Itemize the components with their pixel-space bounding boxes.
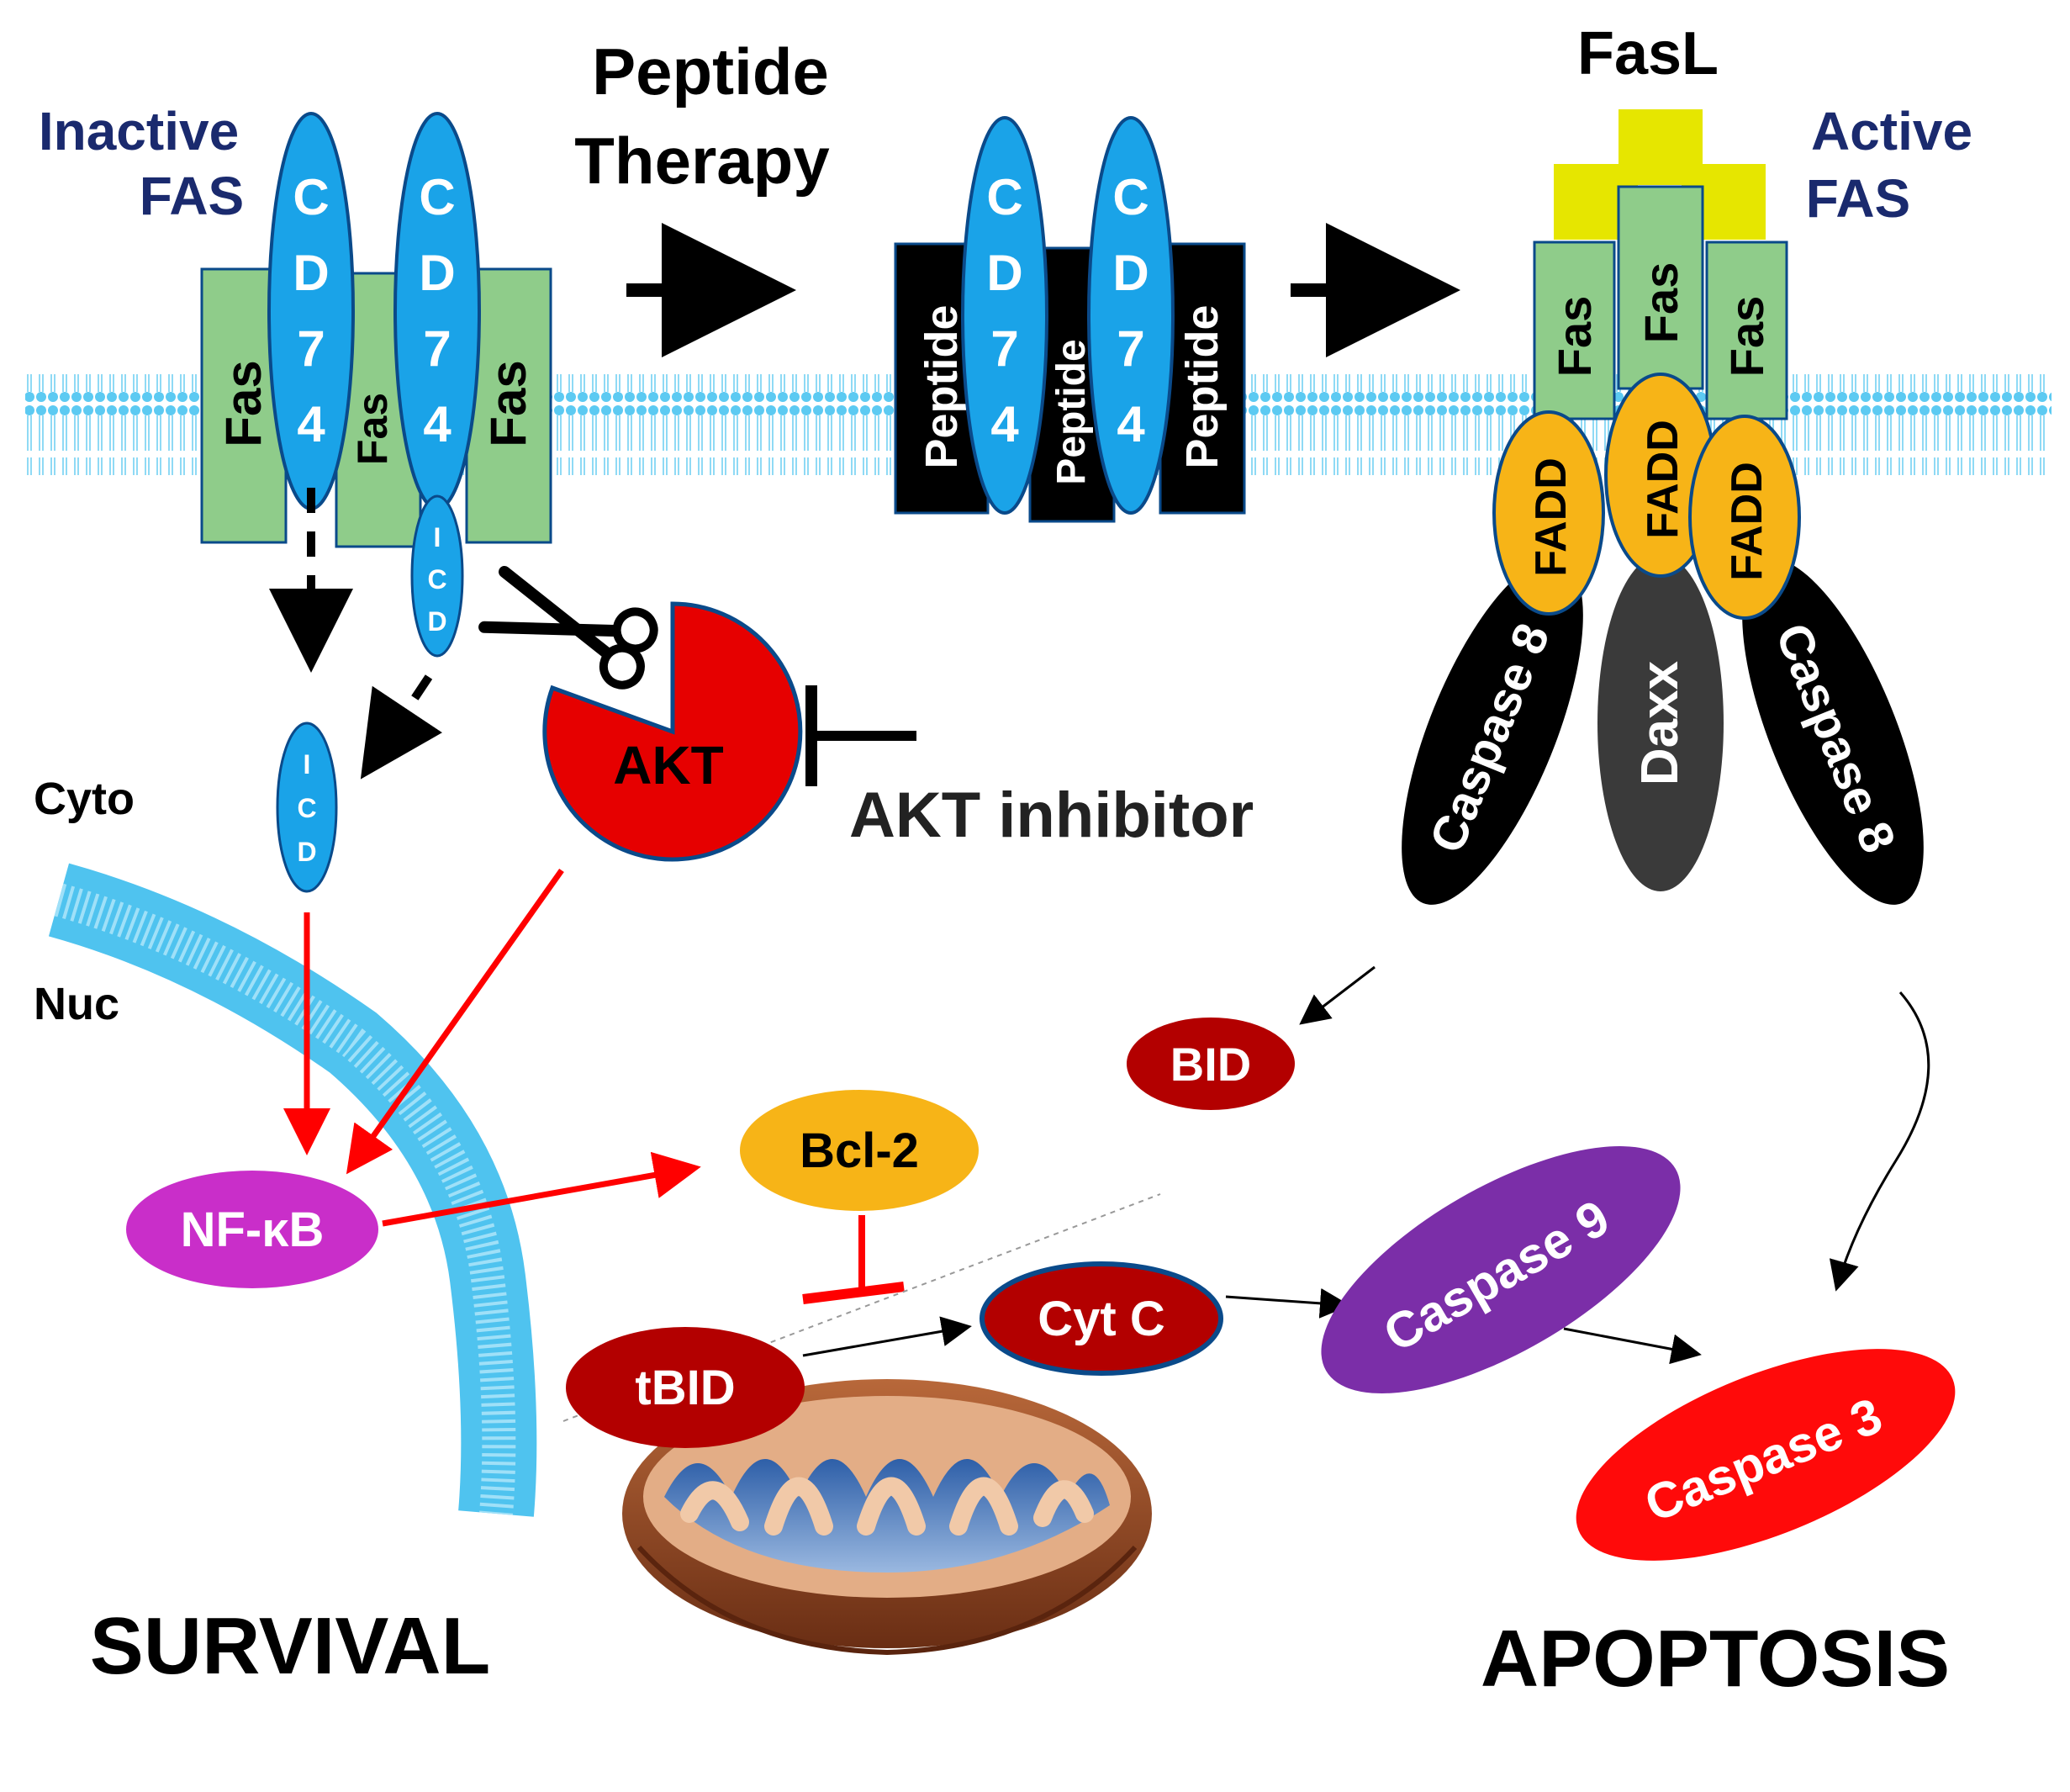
cd74-letter: 7 [423,320,451,377]
caspase3 [1576,1349,1956,1561]
active-fas-label-line1: Active [1811,101,1972,161]
tbid [566,1327,805,1448]
inactive-fas-label-line1: Inactive [39,101,239,161]
tbid-label: tBID [635,1361,735,1415]
fas-active-label-1: Fas [1548,296,1601,378]
cd74-letter: D [986,245,1022,301]
cd74-letter: 7 [990,320,1018,377]
daxx [1597,555,1724,891]
cd74-letter: C [986,169,1022,225]
cd74-letter: 4 [990,396,1019,452]
cytc-label: Cyt C [1038,1292,1164,1346]
cd74-peptide-left [961,116,1048,515]
cd74-letter: C [419,169,455,225]
caspase8-to-caspase3-arrow [1829,991,1930,1292]
caspase9-to-caspase3-arrow [1563,1327,1702,1365]
icd-attached [410,494,464,658]
fas-active-2 [1617,185,1704,390]
daxx-label: Daxx [1631,660,1689,785]
akt-kinase [542,601,803,862]
fadd-left [1492,410,1605,616]
cd74-letter: 4 [297,396,325,452]
active-fas-label-line2: FAS [1806,168,1910,229]
cd74-letter: C [1112,169,1149,225]
cd74-letter: D [419,245,455,301]
akt-to-nfkb-arrow [346,868,564,1175]
survival-label: SURVIVAL [90,1601,491,1691]
peptide-3 [1159,242,1246,515]
icd-released [276,722,338,893]
bcl2-label: Bcl-2 [800,1123,919,1178]
peptide-label-2: Peptide [1049,339,1094,484]
inactive-fas-complex: Fas Fas Fas C D 7 4 C D 7 4 I C D [200,112,552,658]
cd74-peptide-right [1087,116,1175,515]
cd74-letter: 7 [1117,320,1144,377]
fasl-label: FasL [1577,20,1719,87]
fas-active-1 [1533,241,1616,420]
mitochondrion-icon [622,1379,1152,1656]
icd-letter: D [297,837,316,867]
fas-label-2: Fas [349,393,396,465]
cytc [980,1261,1223,1376]
icd-letter: I [304,749,311,780]
icd-letter: C [427,564,446,595]
fadd-label-3: FADD [1723,462,1772,581]
scissors-icon [478,566,658,690]
cyto-label: Cyto [34,774,135,824]
nfkb-label: NF-κB [181,1203,325,1257]
cd74-letter: C [293,169,329,225]
peptide-therapy-line1: Peptide [592,34,829,108]
bcl2 [740,1090,979,1211]
cd74-letter: D [293,245,329,301]
cd74-letter: 7 [297,320,325,377]
caspase8-to-bid-arrow [1299,965,1376,1025]
caspase9 [1321,1146,1681,1393]
icd-letter: D [427,606,446,637]
caspase8-right [1742,558,1924,905]
fas-active-3 [1705,241,1788,420]
cd74-letter: 4 [1117,396,1145,452]
cytc-to-caspase9-arrow [1225,1287,1350,1319]
nfkb-to-bcl2-arrow [382,1151,701,1227]
caspase8-left [1402,558,1583,905]
fas-active-label-2: Fas [1634,262,1687,344]
tbid-to-cytc-arrow [802,1316,972,1357]
dashed-arrow-diag [360,674,442,780]
cd74-letter: D [1112,245,1149,301]
active-fas-complex: Fas Fas Fas Caspase 8 Daxx Caspase 8 FAD… [1402,109,1924,905]
akt-label: AKT [613,735,724,796]
fas-active-label-3: Fas [1720,296,1773,378]
bid [1127,1018,1295,1110]
peptide-label-1: Peptide [916,304,967,468]
cd74-letter: 4 [423,396,451,452]
nuclear-membrane [48,863,537,1517]
peptide-label-3: Peptide [1177,304,1228,468]
bcl2-inhibit-bar [802,1282,905,1304]
fadd-right [1688,415,1801,620]
apoptosis-label: APOPTOSIS [1481,1614,1950,1704]
peptide-complex: Peptide Peptide Peptide C D 7 4 C D 7 4 [894,116,1246,523]
fas-label-1: Fas [215,360,272,447]
fas-label-3: Fas [480,360,536,447]
inactive-fas-label-line2: FAS [140,166,244,226]
nfkb [126,1171,378,1288]
fadd-label-2: FADD [1639,420,1687,539]
fadd-label-1: FADD [1527,457,1576,577]
bid-label: BID [1170,1038,1251,1091]
akt-inhibitor-label: AKT inhibitor [849,780,1254,851]
icd-letter: C [297,793,316,823]
peptide-therapy-line2: Therapy [574,124,829,198]
nuc-label: Nuc [34,979,119,1029]
icd-letter: I [434,522,441,552]
